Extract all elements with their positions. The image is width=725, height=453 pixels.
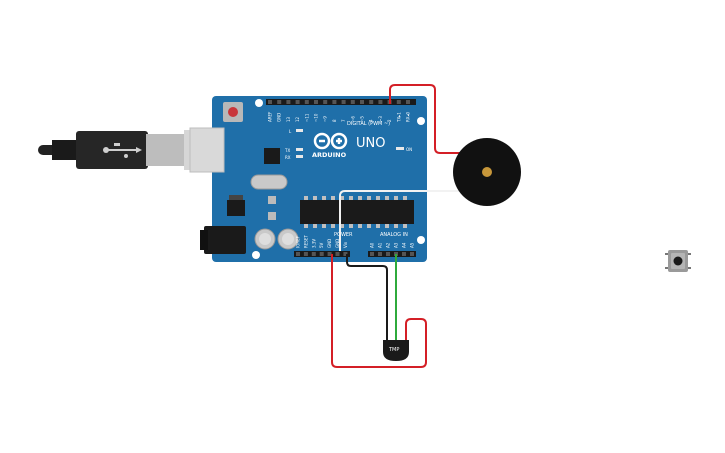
digital-pin-label: TX▸1 xyxy=(396,112,401,123)
power-pin-hole[interactable] xyxy=(319,252,324,256)
power-pin-hole[interactable] xyxy=(303,252,308,256)
digital-pin-label: 13 xyxy=(286,116,291,122)
power-pin-hole[interactable] xyxy=(311,252,316,256)
analog-pin-label: A1 xyxy=(378,242,383,248)
power-label: POWER xyxy=(334,232,353,238)
analog-pin-hole[interactable] xyxy=(402,252,406,256)
power-pin-label: GND xyxy=(327,239,332,248)
digital-pin-hole[interactable] xyxy=(360,100,364,104)
power-pin-label: RESET xyxy=(303,235,308,248)
digital-pin-label: GND xyxy=(277,113,282,122)
digital-pin-hole[interactable] xyxy=(286,100,291,104)
led-rx xyxy=(296,155,303,158)
brand-label: ARDUINO xyxy=(312,151,347,159)
led-tx xyxy=(296,148,303,151)
analog-pin-label: A3 xyxy=(394,242,399,248)
atmega-chip xyxy=(300,200,414,224)
wire-white-buzzer[interactable] xyxy=(339,190,462,251)
analog-pin-label: A5 xyxy=(410,242,415,248)
digital-pin-hole[interactable] xyxy=(314,100,318,104)
digital-header xyxy=(266,99,416,105)
led-on xyxy=(396,147,404,150)
analog-pin-label: A4 xyxy=(402,242,407,248)
digital-pin-label: ~9 xyxy=(323,116,328,122)
digital-pin-label: AREF xyxy=(268,111,273,122)
digital-pin-hole[interactable] xyxy=(304,100,309,104)
digital-pin-label: 7 xyxy=(341,119,346,122)
digital-pin-label: ~6 xyxy=(350,116,355,122)
digital-pin-hole[interactable] xyxy=(350,100,355,104)
wire-red-buzzer[interactable] xyxy=(389,84,462,154)
power-jack xyxy=(204,226,246,254)
power-pin-label: 5V xyxy=(319,242,324,248)
led-rx-label: RX xyxy=(285,155,291,160)
arduino-logo-icon xyxy=(313,132,348,150)
digital-pin-label: RX◂0 xyxy=(406,111,411,122)
digital-pin-label: 12 xyxy=(295,116,300,122)
digital-pin-hole[interactable] xyxy=(406,100,410,104)
digital-pin-hole[interactable] xyxy=(396,100,401,104)
led-on-label: ON xyxy=(406,147,412,152)
usb-chip xyxy=(264,148,280,164)
analog-header xyxy=(368,251,416,257)
power-pin-hole[interactable] xyxy=(335,252,340,256)
led-l xyxy=(296,129,303,132)
digital-pin-label: ~10 xyxy=(314,113,319,122)
analog-pin-label: A0 xyxy=(370,242,375,248)
usb-jack xyxy=(189,127,225,173)
analog-pin-hole[interactable] xyxy=(410,252,414,256)
reset-button-icon[interactable] xyxy=(223,102,243,122)
analog-pin-hole[interactable] xyxy=(370,252,374,256)
digital-pin-hole[interactable] xyxy=(268,100,272,104)
digital-pin-hole[interactable] xyxy=(369,100,374,104)
digital-pin-hole[interactable] xyxy=(295,100,300,104)
digital-pin-label: 8 xyxy=(332,119,337,122)
power-pin-hole[interactable] xyxy=(296,252,300,256)
model-label: UNO xyxy=(356,136,385,151)
power-pin-label: GND xyxy=(335,239,340,248)
analog-pin-label: A2 xyxy=(386,242,391,248)
temperature-sensor[interactable]: TMP xyxy=(383,340,409,361)
power-pin-hole[interactable] xyxy=(343,252,348,256)
led-l-label: L xyxy=(289,129,292,134)
digital-pin-label: 4 xyxy=(369,119,374,122)
wire-black-gnd[interactable] xyxy=(346,254,388,340)
analog-label: ANALOG IN xyxy=(380,232,408,238)
voltage-regulator xyxy=(227,200,245,216)
digital-pin-label: ~5 xyxy=(360,116,365,122)
digital-pin-hole[interactable] xyxy=(378,100,383,104)
arduino-board[interactable]: ARDUINO UNO L TX RX ON AREF GND 13 12 ~11 ~10… xyxy=(189,96,427,262)
usb-icon xyxy=(103,143,142,158)
digital-pin-hole[interactable] xyxy=(332,100,337,104)
digital-pin-hole[interactable] xyxy=(323,100,328,104)
digital-pin-label: ~11 xyxy=(304,113,309,122)
analog-pin-hole[interactable] xyxy=(386,252,390,256)
digital-pin-label: 2 xyxy=(387,119,392,122)
led-tx-label: TX xyxy=(284,148,290,153)
power-pin-label: Vin xyxy=(343,241,348,248)
digital-header-label: DIGITAL (PWM ~) xyxy=(347,121,390,127)
power-pin-label: 3.3V xyxy=(311,239,316,248)
analog-pin-hole[interactable] xyxy=(378,252,382,256)
pushbutton-icon[interactable] xyxy=(665,250,691,272)
usb-cable[interactable] xyxy=(38,130,216,170)
digital-pin-label: ~3 xyxy=(378,116,383,122)
digital-pin-hole[interactable] xyxy=(341,100,346,104)
power-pin-hole[interactable] xyxy=(327,252,332,256)
crystal xyxy=(250,174,288,190)
digital-pin-hole[interactable] xyxy=(277,100,282,104)
wire-red-5v[interactable] xyxy=(331,254,427,368)
sensor-label: TMP xyxy=(388,347,399,353)
power-pin-label: IOREF xyxy=(296,235,301,248)
piezo-buzzer[interactable] xyxy=(453,138,521,206)
